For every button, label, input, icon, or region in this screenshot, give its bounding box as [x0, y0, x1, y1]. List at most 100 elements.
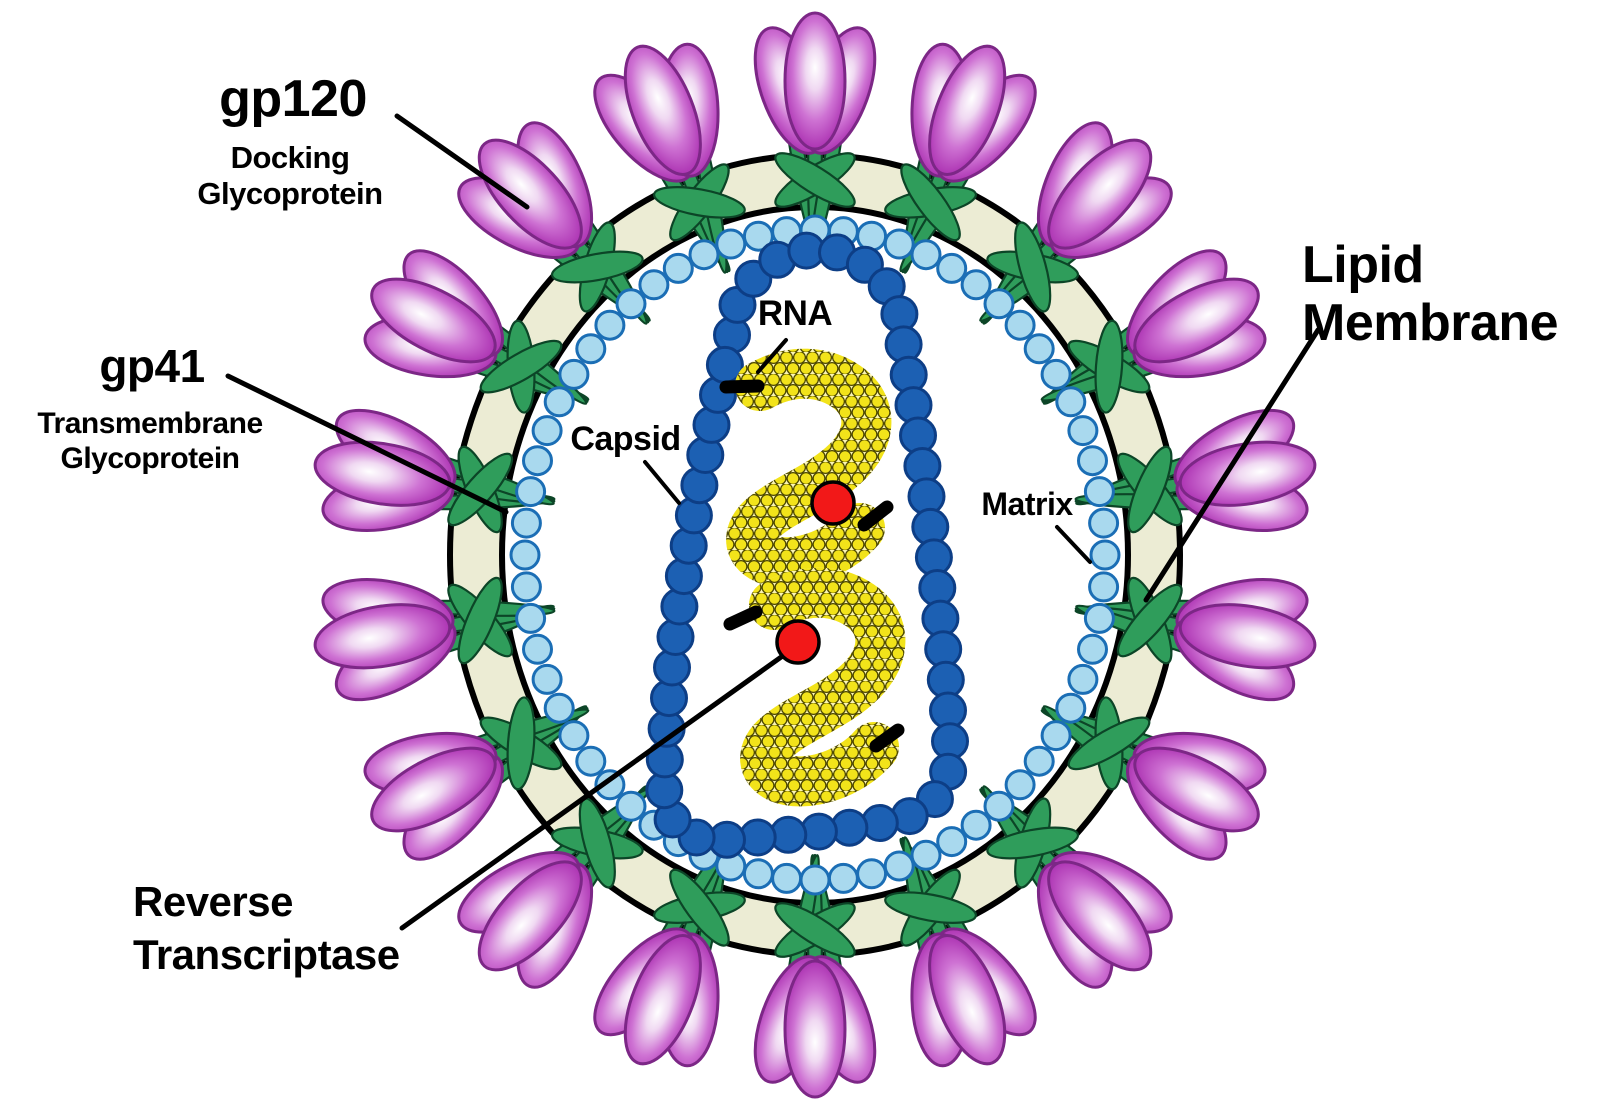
label-lipid-membrane: Lipid Membrane	[1302, 236, 1559, 353]
matrix-bead	[594, 309, 626, 341]
gp120-petal-center	[623, 44, 702, 176]
gp120-petal-center	[928, 934, 1007, 1066]
matrix-bead	[558, 358, 590, 390]
matrix-bead	[615, 288, 647, 320]
matrix-bead	[522, 445, 553, 477]
rna-end-cap	[857, 500, 894, 532]
gp120-petal-center	[1133, 746, 1260, 833]
glycoprotein-spike	[1074, 576, 1317, 702]
matrix-bead	[883, 850, 915, 882]
gp120-petal-center	[623, 934, 702, 1066]
rna-beads	[740, 567, 906, 807]
matrix-bead	[688, 239, 720, 271]
rna-end-cap	[719, 379, 765, 394]
matrix-bead	[910, 839, 942, 871]
matrix-bead	[1088, 571, 1120, 603]
gp41-membrane-leaf	[457, 576, 503, 665]
matrix-bead	[543, 692, 575, 724]
matrix-bead	[856, 858, 888, 890]
matrix-bead	[1023, 333, 1055, 365]
glycoprotein-spike	[1040, 249, 1267, 414]
matrix-bead	[1077, 633, 1108, 665]
matrix-bead	[983, 288, 1015, 320]
glycoprotein-spike	[884, 42, 1037, 274]
gp120-petal-center	[928, 44, 1007, 176]
matrix-bead	[1083, 476, 1115, 508]
reverse-transcriptase-dot	[810, 480, 856, 526]
matrix-bead	[1067, 415, 1099, 447]
matrix-bead	[522, 633, 553, 665]
glycoprotein-spike	[1074, 408, 1317, 534]
gp41-membrane-leaf	[1116, 583, 1183, 658]
gp120-petal-center	[1178, 603, 1317, 670]
capsid-leader	[643, 460, 681, 505]
matrix-bead	[771, 862, 803, 894]
gp41-membrane-leaf	[1127, 445, 1173, 534]
lipid-membrane-leader	[1143, 327, 1321, 603]
matrix-bead	[615, 790, 647, 822]
matrix-bead	[510, 571, 542, 603]
matrix-bead	[742, 858, 774, 890]
matrix-bead	[1040, 358, 1072, 390]
matrix-bead	[936, 826, 968, 858]
glycoprotein-spike	[884, 836, 1037, 1068]
matrix-bead	[575, 333, 607, 365]
gp41-membrane-leaf	[774, 152, 856, 208]
matrix-bead	[1088, 507, 1120, 539]
label-gp120-subtitle: Docking Glycoprotein	[197, 140, 383, 211]
label-rna: RNA	[757, 294, 833, 333]
gp120-leader	[394, 113, 530, 210]
matrix-bead	[575, 745, 607, 777]
gp41-membrane-leaf	[986, 826, 1080, 860]
rna-beads	[726, 348, 892, 588]
glycoprotein-spike	[363, 249, 590, 414]
matrix-bead	[1067, 663, 1099, 695]
gp41-membrane-leaf	[1014, 221, 1052, 313]
gp41-membrane-leaf	[506, 696, 536, 791]
matrix-bead	[638, 269, 670, 301]
matrix-bead	[1004, 309, 1036, 341]
gp41-membrane-leaf	[774, 902, 856, 958]
gp41-membrane-leaf	[447, 452, 514, 527]
matrix-bead	[910, 239, 942, 271]
matrix-bead	[856, 220, 888, 252]
rna-leader	[756, 338, 788, 374]
gp120-petal-center	[783, 11, 847, 151]
gp120-petal-center	[1047, 138, 1153, 250]
matrix-bead	[531, 415, 563, 447]
matrix-bead	[936, 252, 968, 284]
gp120-petal-center	[477, 138, 583, 250]
matrix-bead	[1089, 539, 1121, 571]
glycoprotein-spike	[1040, 696, 1267, 861]
rna-end-cap	[869, 723, 905, 753]
matrix-bead	[662, 252, 694, 284]
matrix-bead	[531, 663, 563, 695]
matrix-bead	[827, 862, 859, 894]
reverse-transcriptase-leader	[399, 647, 794, 931]
gp41-leader	[225, 373, 509, 515]
glycoprotein-spike	[593, 836, 746, 1068]
matrix-bead	[1077, 445, 1108, 477]
matrix-bead	[1055, 386, 1087, 418]
matrix-bead	[1083, 602, 1115, 634]
gp41-membrane-leaf	[669, 868, 730, 947]
gp41-membrane-leaf	[1094, 319, 1124, 414]
gp120-petal-center	[370, 277, 497, 364]
label-gp41-subtitle: Transmembrane Glycoprotein	[37, 407, 263, 476]
rna-strand-lower	[740, 567, 906, 807]
matrix-bead	[960, 809, 992, 841]
matrix-bead	[1040, 720, 1072, 752]
gp41-membrane-leaf	[479, 339, 563, 394]
glycoprotein-spike	[313, 576, 556, 702]
gp120-petal-center	[477, 860, 583, 972]
gp120-petal-center	[1133, 277, 1260, 364]
label-reverse-transcriptase: Reverse Transcriptase	[133, 878, 400, 978]
gp41-membrane-leaf	[1067, 716, 1151, 771]
matrix-bead	[960, 269, 992, 301]
gp41-membrane-leaf	[550, 250, 644, 284]
matrix-bead	[1023, 745, 1055, 777]
gp120-petal-center	[370, 746, 497, 833]
matrix-bead	[515, 602, 547, 634]
label-gp120: gp120	[219, 70, 367, 128]
